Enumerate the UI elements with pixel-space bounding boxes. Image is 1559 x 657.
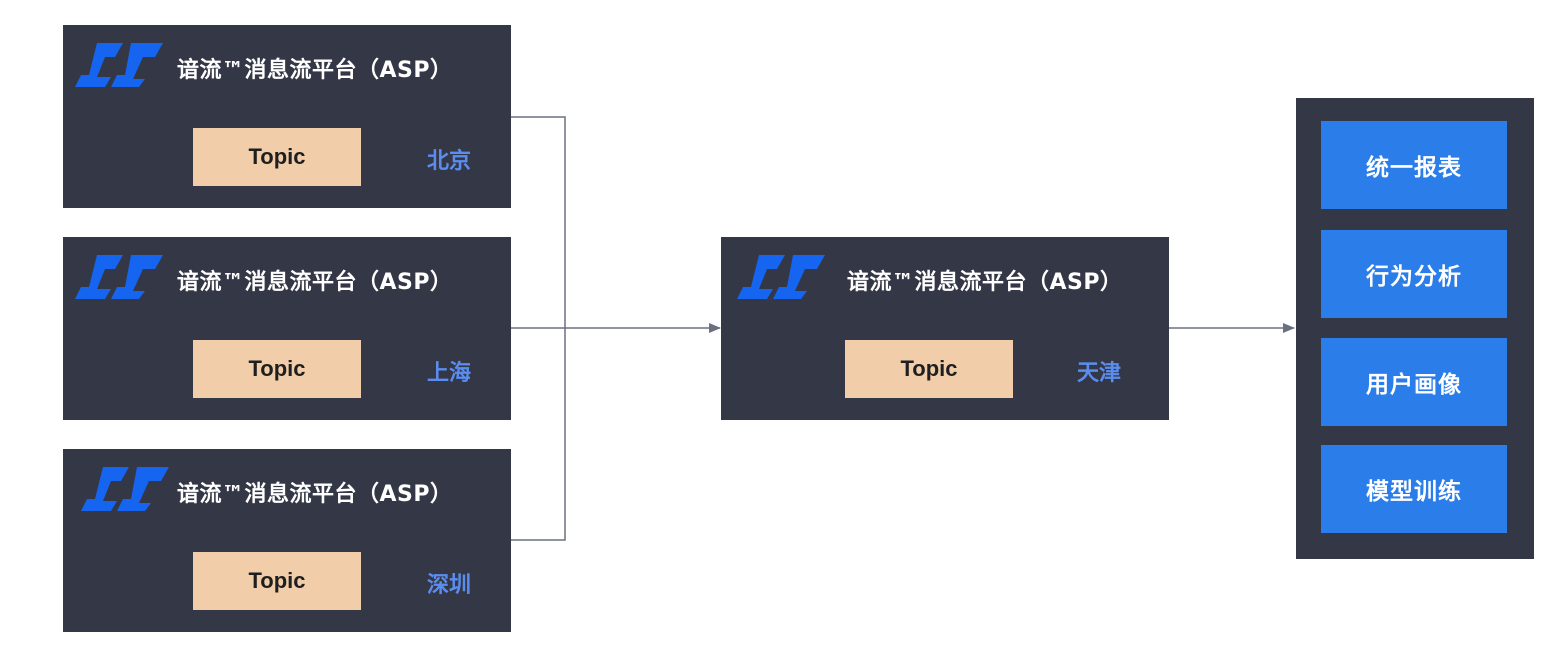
source-node-shanghai: 谙流™消息流平台（ASP） Topic 上海: [63, 237, 511, 420]
connector-beijing: [511, 116, 566, 328]
city-label-beijing: 北京: [427, 149, 472, 174]
platform-title: 谙流™消息流平台（ASP）: [847, 270, 1123, 295]
topic-box: Topic: [193, 128, 361, 186]
topic-box: Topic: [845, 340, 1013, 398]
asp-logo-icon: [75, 255, 163, 299]
hub-node-tianjin: 谙流™消息流平台（ASP） Topic 天津: [721, 237, 1169, 420]
app-unified-report: 统一报表: [1321, 121, 1507, 209]
platform-title: 谙流™消息流平台（ASP）: [177, 482, 453, 507]
topic-box: Topic: [193, 552, 361, 610]
app-model-training: 模型训练: [1321, 445, 1507, 533]
connector-shenzhen: [511, 328, 566, 541]
platform-title: 谙流™消息流平台（ASP）: [177, 58, 453, 83]
city-label-shenzhen: 深圳: [427, 573, 472, 598]
app-user-profile: 用户画像: [1321, 338, 1507, 426]
applications-panel: 统一报表 行为分析 用户画像 模型训练: [1296, 98, 1534, 559]
source-node-shenzhen: 谙流™消息流平台（ASP） Topic 深圳: [63, 449, 511, 632]
asp-logo-icon: [75, 43, 163, 87]
topic-box: Topic: [193, 340, 361, 398]
asp-logo-icon: [737, 255, 825, 299]
city-label-tianjin: 天津: [1077, 361, 1122, 386]
city-label-shanghai: 上海: [427, 361, 472, 386]
asp-logo-icon: [81, 467, 169, 511]
platform-title: 谙流™消息流平台（ASP）: [177, 270, 453, 295]
app-behavior-analysis: 行为分析: [1321, 230, 1507, 318]
source-node-beijing: 谙流™消息流平台（ASP） Topic 北京: [63, 25, 511, 208]
